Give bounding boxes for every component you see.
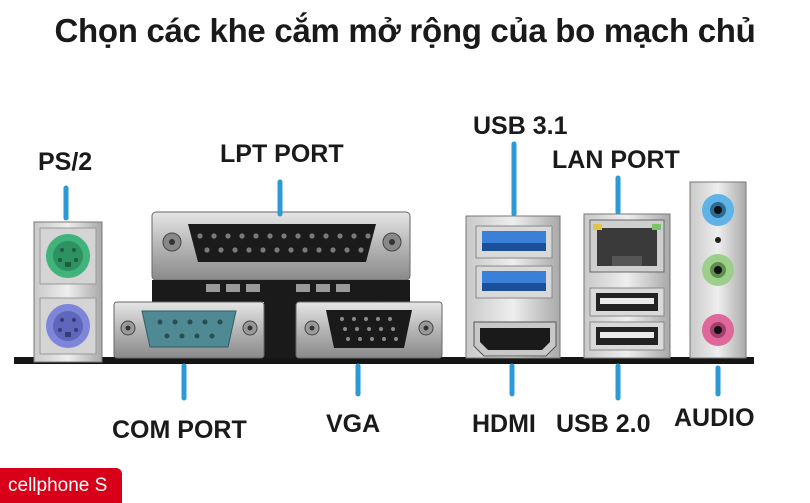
label-audio: AUDIO: [674, 404, 755, 432]
hdmi-port[interactable]: [473, 321, 557, 357]
audio-line-out-jack[interactable]: [702, 254, 734, 286]
lan-usb20-stack: [583, 213, 671, 359]
audio-mic-jack[interactable]: [702, 314, 734, 346]
lpt-port[interactable]: [151, 211, 411, 281]
label-com-port: COM PORT: [112, 416, 247, 444]
usb20-port-top[interactable]: [589, 287, 665, 317]
usb20-port-bottom[interactable]: [589, 321, 665, 351]
brand-logo: cellphone S: [0, 468, 122, 503]
label-lpt-port: LPT PORT: [220, 140, 344, 168]
usb31-hdmi-stack: [465, 215, 561, 359]
label-usb20: USB 2.0: [556, 410, 651, 438]
label-ps2: PS/2: [38, 148, 93, 176]
pointer-lines: [63, 141, 721, 401]
usb31-port-top[interactable]: [475, 225, 553, 259]
com-port[interactable]: [113, 301, 265, 359]
ps2-connector: [33, 221, 103, 363]
label-usb31: USB 3.1: [473, 112, 568, 140]
label-lan-port: LAN PORT: [552, 146, 680, 174]
label-hdmi: HDMI: [472, 410, 536, 438]
panel-base-strip: [14, 357, 754, 364]
page-title: Chọn các khe cắm mở rộng của bo mạch chủ: [54, 12, 756, 49]
vga-port[interactable]: [295, 301, 443, 359]
label-vga: VGA: [326, 410, 381, 438]
usb31-port-bottom[interactable]: [475, 265, 553, 299]
audio-line-in-jack[interactable]: [702, 194, 734, 226]
audio-panel: [689, 181, 747, 359]
lan-port[interactable]: [589, 219, 665, 273]
bracket: [152, 280, 410, 358]
